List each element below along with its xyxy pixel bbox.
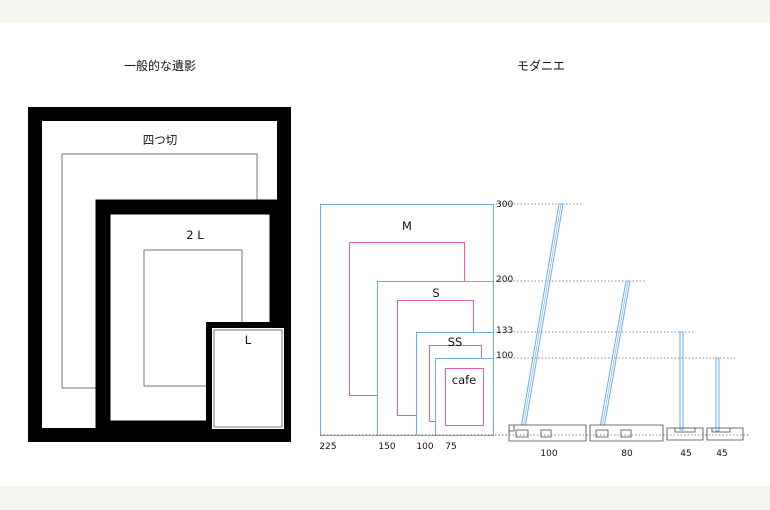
- stand-m: [508, 424, 587, 442]
- heading-traditional: 一般的な遺影: [124, 58, 196, 73]
- label-cafe: cafe: [452, 373, 477, 387]
- stand-s: [589, 424, 664, 442]
- width-label-m: 225: [319, 442, 336, 452]
- stand-ss: [666, 427, 704, 441]
- label-yotsugiri: 四つ切: [143, 133, 178, 147]
- label-s: S: [432, 286, 439, 300]
- depth-label-m: 100: [540, 449, 557, 459]
- width-label-ss: 100: [416, 442, 433, 452]
- depth-label-ss: 45: [680, 449, 691, 459]
- label-ss: SS: [448, 335, 463, 349]
- heading-modanie: モダニエ: [517, 58, 565, 73]
- height-label-133: 133: [496, 326, 513, 336]
- photo-l: [213, 329, 283, 428]
- height-label-100: 100: [496, 351, 513, 361]
- side-frame-cafe: [715, 357, 720, 432]
- modanie-frames: M S SS cafe 225 150 100 75: [319, 204, 494, 452]
- traditional-frames: 四つ切 2 L L: [28, 107, 291, 442]
- height-label-300: 300: [496, 200, 513, 210]
- height-label-200: 200: [496, 275, 513, 285]
- label-2l: 2 L: [186, 228, 204, 242]
- mat-cafe: [445, 368, 484, 426]
- depth-label-s: 80: [621, 449, 633, 459]
- width-label-cafe: 75: [445, 442, 456, 452]
- frame-l: [206, 322, 290, 435]
- frame-cafe: [435, 358, 494, 436]
- side-frame-m-glass: [522, 203, 562, 429]
- photo-2l: [143, 249, 243, 387]
- label-l: L: [245, 333, 252, 347]
- stand-cafe: [706, 427, 744, 441]
- side-frame-ss: [679, 331, 684, 431]
- depth-label-cafe: 45: [716, 449, 727, 459]
- side-views: [320, 203, 750, 442]
- label-m: M: [402, 219, 412, 233]
- width-label-s: 150: [378, 442, 395, 452]
- diagram-panel: 一般的な遺影 モダニエ 四つ切 2 L L M S SS cafe 225 15…: [0, 23, 770, 486]
- side-frame-s-glass: [600, 280, 629, 434]
